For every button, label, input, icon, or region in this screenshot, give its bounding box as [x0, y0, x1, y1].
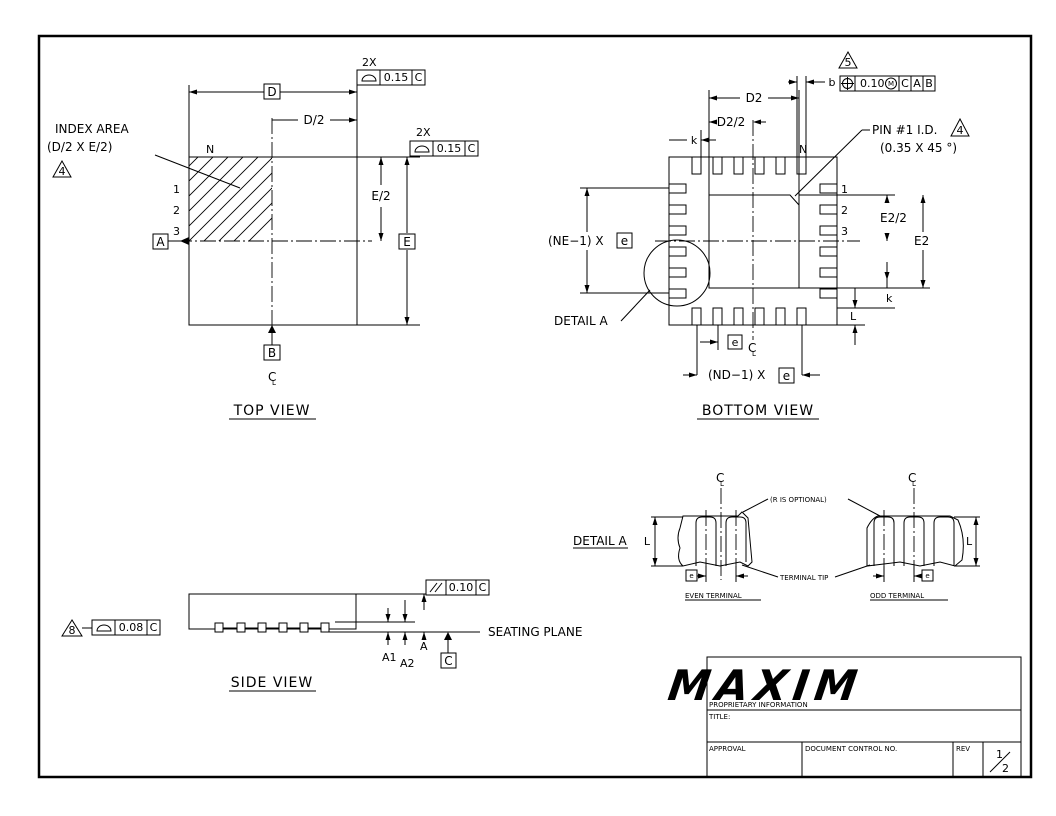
- nd-label: (ND−1) X: [708, 368, 765, 382]
- bottom-L-label: L: [850, 310, 857, 323]
- bottom-k-top: k: [691, 134, 698, 147]
- dim-E-half-label: E/2: [371, 189, 390, 203]
- bottom-k-right: k: [886, 292, 893, 305]
- seating-plane-label: SEATING PLANE: [488, 625, 582, 639]
- pin1-id-line2: (0.35 X 45 °): [880, 141, 957, 155]
- flat2-count: 2X: [416, 126, 431, 139]
- flat1-datum: C: [415, 71, 423, 84]
- even-cl-sub: L: [720, 480, 724, 488]
- side-package-body: [188, 593, 357, 630]
- bottom-pin-3: 3: [841, 225, 848, 238]
- even-terminal-label: EVEN TERMINAL: [685, 592, 742, 600]
- top-cl-sub: L: [272, 379, 276, 387]
- odd-cl-sub: L: [912, 480, 916, 488]
- dim-E2-half-label: E2/2: [880, 211, 907, 225]
- note-8: 8: [69, 624, 76, 637]
- bottom-pin-2: 2: [841, 204, 848, 217]
- flat2-value: 0.15: [437, 142, 462, 155]
- maxim-logo: MAXIM: [665, 661, 866, 710]
- bottom-view-title: BOTTOM VIEW: [702, 403, 814, 419]
- terminal-tip-label: TERMINAL TIP: [779, 574, 828, 582]
- detail-a-circle: [643, 239, 711, 307]
- side-flat-value: 0.08: [119, 621, 144, 634]
- side-A-label: A: [420, 640, 428, 653]
- detail-L-right: L: [966, 535, 973, 548]
- top-pin-1: 1: [173, 183, 180, 196]
- top-view-title: TOP VIEW: [233, 403, 311, 419]
- datum-A: A: [156, 235, 165, 249]
- detail-a: DETAIL A C L L e EVEN TERMINAL: [573, 471, 980, 601]
- datum-B: B: [268, 346, 276, 360]
- dim-D2-half-label: D2/2: [717, 115, 746, 129]
- pitch-e-label: e: [732, 336, 739, 349]
- pin1-note-4: 4: [957, 124, 964, 137]
- pos-tol-value: 0.10: [860, 77, 885, 90]
- logo-text: MAXIM: [665, 661, 866, 710]
- pin1-id-line1: PIN #1 I.D.: [872, 123, 937, 137]
- index-area-hatch: [189, 157, 272, 241]
- dim-E2-label: E2: [914, 234, 929, 248]
- odd-cl-mark: C: [908, 471, 916, 485]
- top-view: D D/2 E/2 E N 1 2 3 A B C L: [47, 56, 479, 420]
- pos-tol-modifier: M: [888, 80, 894, 88]
- top-N-label: N: [206, 143, 214, 156]
- bottom-pin-1: 1: [841, 183, 848, 196]
- doc-control-label: DOCUMENT CONTROL NO.: [805, 745, 897, 753]
- flat1-value: 0.15: [384, 71, 409, 84]
- side-view-title: SIDE VIEW: [231, 675, 314, 691]
- pos-tol-datum-3: B: [925, 77, 933, 90]
- index-area-line1: INDEX AREA: [55, 122, 130, 136]
- title-block: MAXIM PROPRIETARY INFORMATION TITLE: APP…: [665, 656, 1022, 778]
- odd-e-label: e: [925, 572, 929, 580]
- index-note-4: 4: [59, 165, 66, 178]
- sheet-total: 2: [1002, 762, 1009, 775]
- pos-tol-datum-1: C: [901, 77, 909, 90]
- detail-a-leader-label: DETAIL A: [554, 314, 608, 328]
- flat1-count: 2X: [362, 56, 377, 69]
- dim-E-label: E: [403, 235, 411, 249]
- sheet-border: [37, 34, 1033, 779]
- bottom-b-label: b: [829, 76, 836, 89]
- side-A2-label: A2: [400, 657, 415, 670]
- side-A1-label: A1: [382, 651, 397, 664]
- parallel-datum: C: [479, 581, 487, 594]
- dim-D-label: D: [267, 85, 276, 99]
- top-pin-3: 3: [173, 225, 180, 238]
- ne-e-label: e: [621, 234, 628, 248]
- even-cl-mark: C: [716, 471, 724, 485]
- top-cl-mark: C: [268, 370, 276, 384]
- rev-label: REV: [956, 745, 970, 753]
- side-flat-datum: C: [150, 621, 158, 634]
- ne-label: (NE−1) X: [548, 234, 604, 248]
- nd-e-label: e: [783, 369, 790, 383]
- note-5: 5: [845, 56, 852, 69]
- flat2-datum: C: [468, 142, 476, 155]
- r-optional-note: (R IS OPTIONAL): [770, 496, 827, 504]
- side-view: SEATING PLANE A A2 A1 C 0.10 C: [61, 579, 582, 692]
- even-e-label: e: [689, 572, 693, 580]
- pos-tol-datum-2: A: [913, 77, 921, 90]
- exposed-pad: [708, 194, 800, 289]
- proprietary-label: PROPRIETARY INFORMATION: [709, 701, 808, 709]
- sheet-number: 1: [996, 748, 1003, 761]
- dim-D2-label: D2: [746, 91, 763, 105]
- index-area-line2: (D/2 X E/2): [47, 140, 112, 154]
- title-label: TITLE:: [708, 713, 730, 721]
- bottom-N-label: N: [799, 143, 807, 156]
- detail-a-title: DETAIL A: [573, 534, 627, 548]
- detail-L-left: L: [644, 535, 651, 548]
- parallel-value: 0.10: [449, 581, 474, 594]
- odd-terminal-label: ODD TERMINAL: [870, 592, 924, 600]
- approval-label: APPROVAL: [709, 745, 746, 753]
- top-pin-2: 2: [173, 204, 180, 217]
- side-datum-C: C: [444, 654, 452, 668]
- bottom-cl-mark: C: [748, 341, 756, 355]
- bottom-view: 1 2 3 N k D2 D2/2 b 5: [548, 50, 970, 420]
- bottom-cl-sub: L: [752, 350, 756, 358]
- dim-D-half-label: D/2: [304, 113, 325, 127]
